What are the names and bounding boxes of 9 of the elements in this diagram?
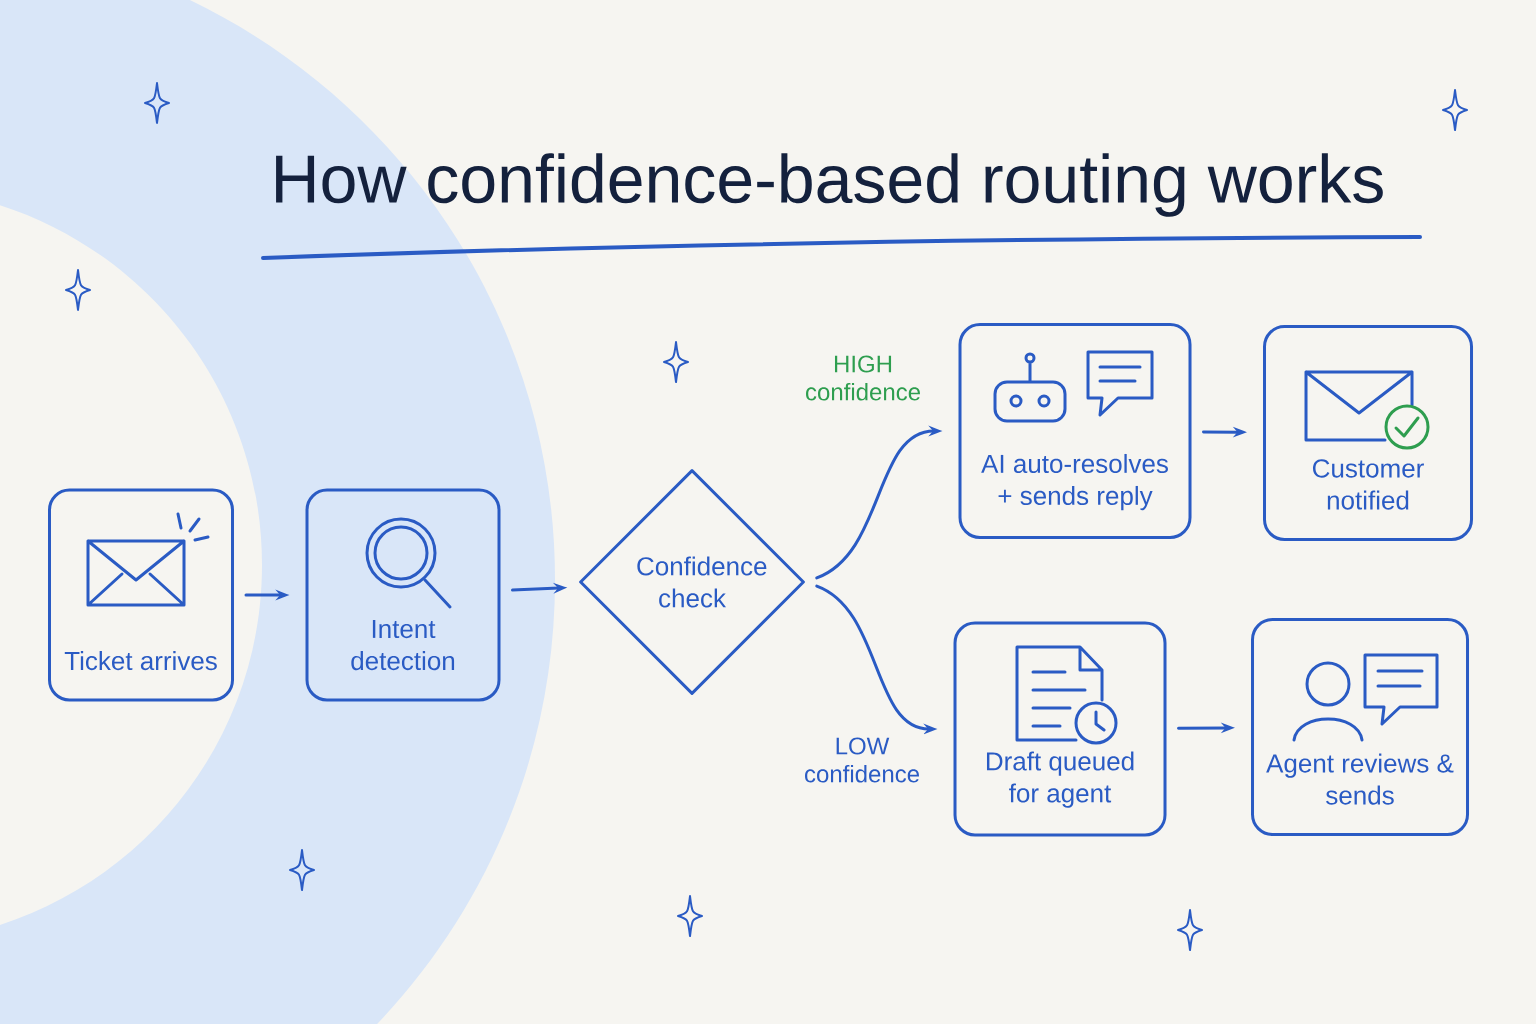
process-box: AI auto-resolves + sends reply (958, 323, 1192, 539)
process-box: Agent reviews & sends (1251, 618, 1469, 836)
title: How confidence-based routing works (276, 153, 1383, 217)
process-box: Intent detection (305, 488, 501, 702)
process-box: Ticket arrives (48, 488, 234, 702)
process-box: Customer notified (1263, 325, 1473, 541)
edge-label: HIGH confidence (806, 355, 920, 401)
edge-label: LOW confidence (805, 737, 919, 783)
process-box: Draft queued for agent (953, 621, 1167, 837)
